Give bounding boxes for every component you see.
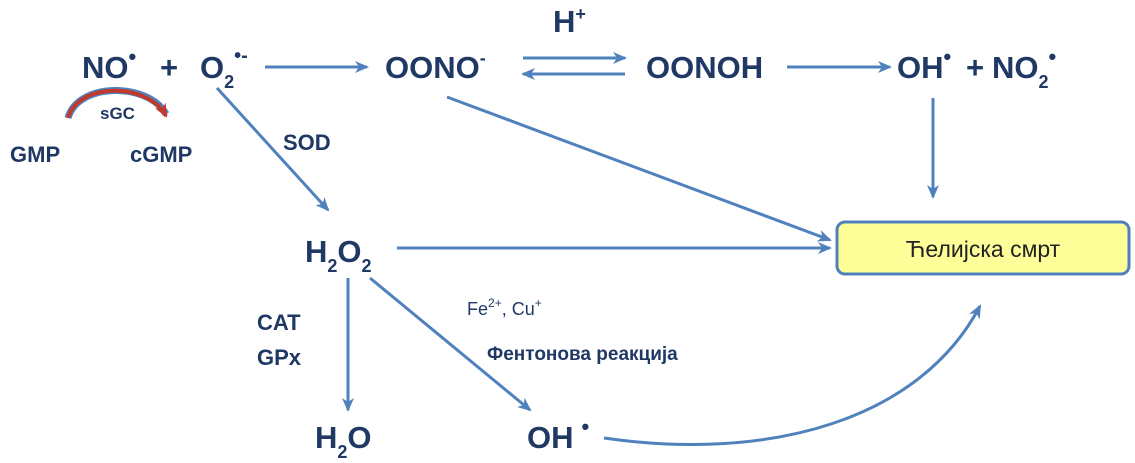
glutathione-peroxidase-label: GPx (257, 345, 302, 370)
no-radical-label: NO• (82, 44, 136, 85)
water-label: H2O (315, 420, 372, 462)
plus-sign: + (160, 50, 178, 85)
superoxide-label: O2•- (200, 45, 248, 92)
plus-sign-2: + (966, 50, 984, 85)
hydrogen-peroxide-label: H2O2 (305, 234, 372, 276)
sgc-label: sGC (100, 104, 135, 123)
fenton-reaction-label: Фентонова реакција (487, 344, 678, 365)
arrow-peroxynitrite-to-death (446, 95, 832, 242)
sod-label: SOD (283, 130, 331, 155)
gmp-label: GMP (10, 142, 60, 167)
peroxynitrous-acid-label: OONOH (646, 50, 763, 85)
cell-death-label: Ћелијска смрт (906, 236, 1061, 262)
hydroxyl-radical-label: OH• (897, 44, 951, 85)
cgmp-label: cGMP (130, 142, 192, 167)
arrow-superoxide-to-h2o2 (215, 86, 330, 212)
proton-label: H+ (553, 4, 586, 39)
hydroxyl-radical-fenton-label: OH• (527, 414, 589, 455)
cell-death-box (835, 220, 1131, 276)
catalase-label: CAT (257, 310, 301, 335)
arrow-oh-to-death (603, 304, 982, 447)
arrow-fenton (369, 276, 532, 412)
sgc-arrow (66, 88, 168, 119)
metal-ions-label: Fe2+, Cu+ (467, 296, 542, 319)
peroxynitrite-label: OONO- (385, 48, 486, 85)
nitrogen-dioxide-label: NO2• (992, 44, 1056, 92)
